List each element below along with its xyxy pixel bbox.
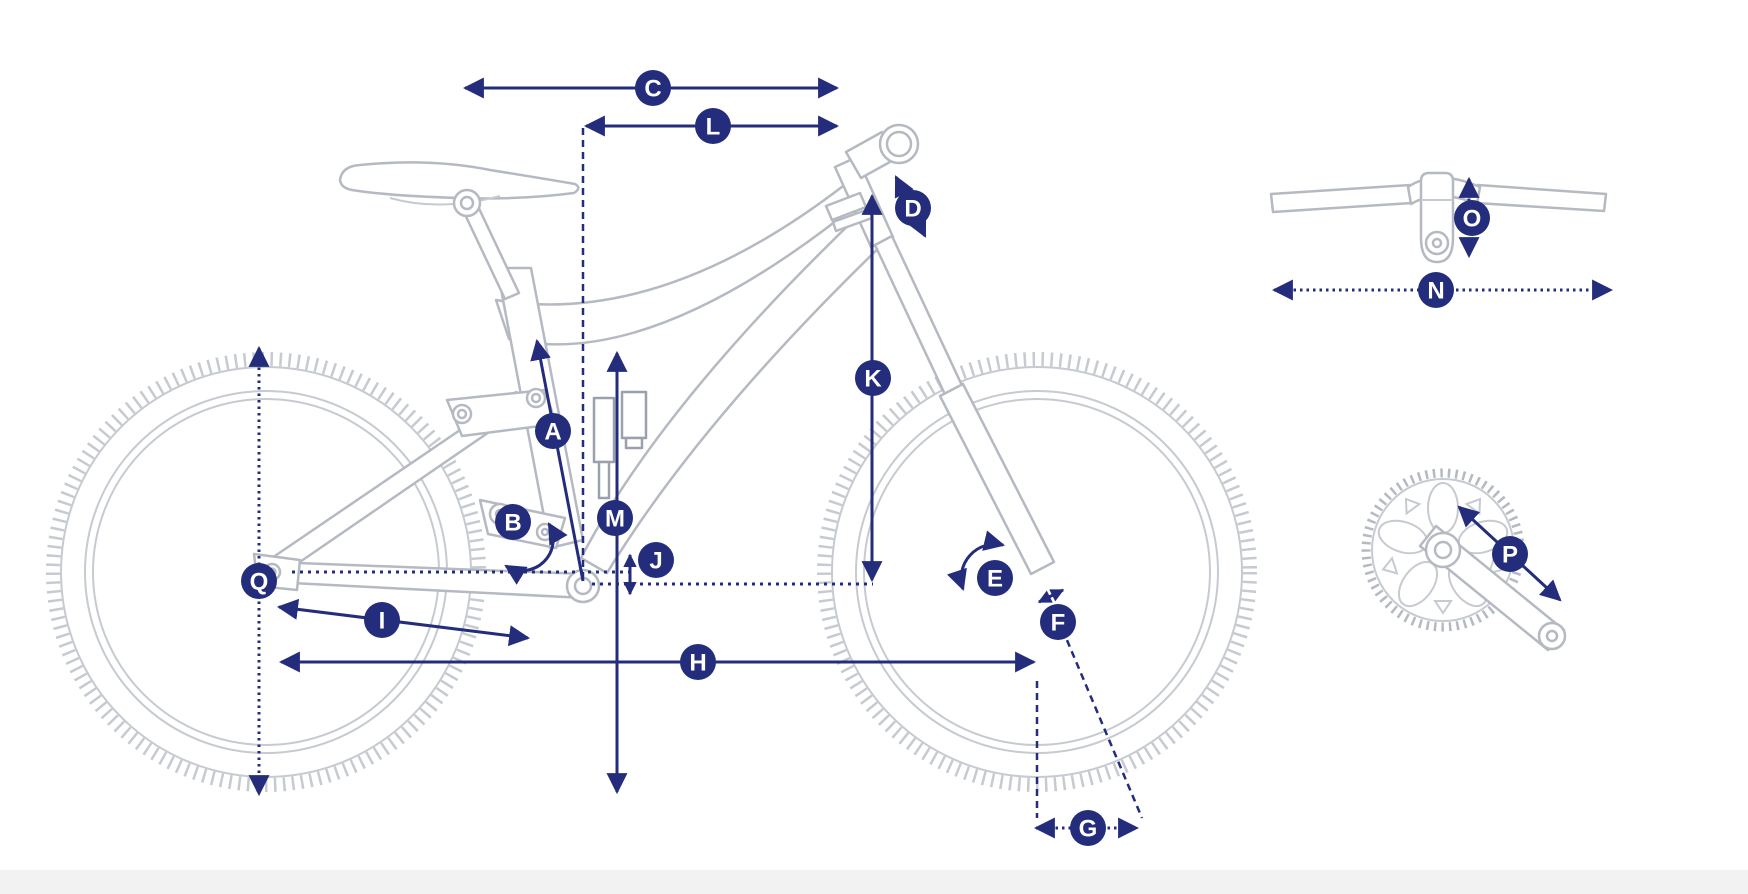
front-tire-tread bbox=[817, 352, 1257, 792]
label-a: A bbox=[535, 413, 571, 449]
label-o-text: O bbox=[1463, 206, 1482, 233]
arrow-a-seat-tube bbox=[530, 338, 585, 582]
label-l: L bbox=[695, 108, 731, 144]
shock-reservoir bbox=[620, 390, 648, 440]
handlebar-clamp-inner bbox=[885, 130, 913, 158]
label-m: M bbox=[597, 500, 633, 536]
stem-bolt-inner bbox=[1431, 237, 1443, 249]
label-d: D bbox=[895, 190, 931, 226]
letter-labels: A B C D E F G H I J K L M N O P Q bbox=[241, 70, 1528, 846]
label-q-text: Q bbox=[250, 569, 269, 596]
label-g-text: G bbox=[1079, 816, 1098, 843]
saddle bbox=[338, 161, 580, 200]
crankset-detail-drawing bbox=[1361, 468, 1567, 652]
shock-cap bbox=[624, 436, 644, 450]
label-e: E bbox=[977, 560, 1013, 596]
rocker-pivot-left-hole bbox=[456, 408, 468, 420]
bike-frame-drawing bbox=[252, 123, 1056, 604]
lower-pivot-right-hole bbox=[540, 527, 550, 537]
label-i: I bbox=[364, 602, 400, 638]
label-f-text: F bbox=[1051, 610, 1066, 637]
label-b: B bbox=[495, 504, 531, 540]
label-q: Q bbox=[241, 563, 277, 599]
label-l-text: L bbox=[706, 114, 721, 141]
label-j: J bbox=[638, 542, 674, 578]
handlebar-left bbox=[1269, 183, 1414, 214]
handlebar-detail-drawing bbox=[1269, 171, 1608, 264]
label-o: O bbox=[1454, 200, 1490, 236]
rocker-pivot-right-hole bbox=[530, 392, 542, 404]
label-d-text: D bbox=[904, 196, 921, 223]
label-p: P bbox=[1492, 536, 1528, 572]
steering-axis-dashed-line bbox=[1051, 606, 1144, 819]
label-a-text: A bbox=[544, 419, 561, 446]
arrow-f-fork-offset bbox=[1037, 588, 1065, 604]
handlebar-right bbox=[1474, 183, 1608, 213]
down-tube bbox=[579, 214, 890, 575]
label-h: H bbox=[680, 644, 716, 680]
label-m-text: M bbox=[605, 506, 625, 533]
arrow-e-head-angle bbox=[947, 530, 1006, 591]
label-n-text: N bbox=[1427, 278, 1444, 305]
label-g: G bbox=[1070, 810, 1106, 846]
label-k-text: K bbox=[864, 366, 882, 393]
label-i-text: I bbox=[379, 608, 386, 635]
pedal-hole bbox=[1545, 629, 1559, 643]
label-c-text: C bbox=[644, 76, 661, 103]
crank-hub-inner bbox=[1433, 540, 1453, 560]
arrow-i-chainstay bbox=[276, 598, 531, 647]
label-p-text: P bbox=[1502, 542, 1518, 569]
label-k: K bbox=[855, 360, 891, 396]
shock-body bbox=[592, 396, 616, 464]
label-j-text: J bbox=[649, 548, 662, 575]
label-n: N bbox=[1418, 272, 1454, 308]
label-f: F bbox=[1040, 604, 1076, 640]
construction-lines bbox=[292, 128, 1144, 819]
footer-bar bbox=[0, 870, 1748, 894]
label-c: C bbox=[635, 70, 671, 106]
arrow-b-seat-angle bbox=[504, 522, 568, 585]
saddle-rail bbox=[389, 195, 501, 206]
label-h-text: H bbox=[689, 650, 706, 677]
label-e-text: E bbox=[987, 566, 1003, 593]
label-b-text: B bbox=[504, 510, 521, 537]
fork-lower bbox=[938, 382, 1056, 576]
shock-shaft bbox=[597, 460, 611, 500]
saddle-clamp-inner bbox=[459, 195, 475, 211]
